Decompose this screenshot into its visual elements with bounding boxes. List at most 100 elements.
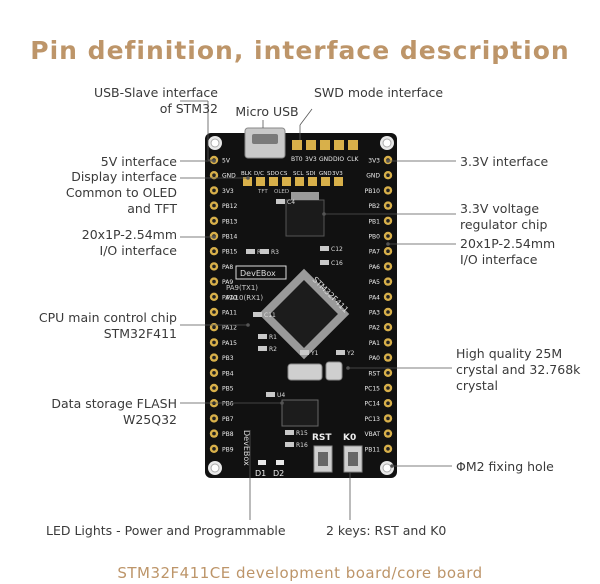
- leader-lines: [180, 100, 456, 520]
- crystal-25m: [287, 363, 323, 381]
- pin-label: PB15: [222, 249, 238, 256]
- pin-label: PB7: [222, 416, 234, 423]
- crystal-32k: [325, 361, 343, 381]
- pin-label: PB8: [222, 431, 234, 438]
- component-label: R3: [271, 249, 279, 256]
- component-label: C12: [331, 246, 343, 253]
- pin-label: PC14: [365, 401, 381, 408]
- component-label: R1: [269, 334, 277, 341]
- swd-pin-label: BT0: [291, 156, 303, 163]
- right-pin-header: 3V3GNDPB10PB2PB1PB0PA7PA6PA5PA4PA3PA2PA1…: [364, 155, 393, 453]
- component-label: U4: [277, 392, 285, 399]
- display-pin-label: CS: [280, 171, 288, 177]
- led-d1-label: D1: [255, 469, 266, 478]
- brand-box: [235, 265, 287, 280]
- pin-label: PA5: [369, 279, 380, 286]
- display-sub-label: TFT: [257, 189, 268, 195]
- display-pad: [282, 177, 291, 186]
- swd-pad: [334, 140, 344, 150]
- leader-dot: [212, 159, 216, 163]
- label-io-left: 20x1P-2.54mm I/O interface: [81, 227, 177, 258]
- pin-label: PC15: [365, 386, 381, 393]
- smd-component: [336, 350, 345, 355]
- page-subtitle: STM32F411CE development board/core board: [117, 564, 483, 582]
- label-keys: 2 keys: RST and K0: [326, 523, 447, 538]
- swd-pin-label: GND: [319, 156, 333, 163]
- led: [276, 460, 284, 465]
- leader-dot: [246, 176, 250, 180]
- swd-pin-label: 3V3: [305, 156, 317, 163]
- leader-dot: [386, 159, 390, 163]
- leader-dot: [390, 464, 394, 468]
- component-label: C16: [331, 260, 343, 267]
- pin-label: PA11: [222, 310, 237, 317]
- component-label: C11: [264, 312, 276, 319]
- pin-label: RST: [368, 370, 380, 377]
- leader-dot: [280, 401, 284, 405]
- pin-label: PA4: [369, 294, 380, 301]
- leader-dot: [322, 212, 326, 216]
- smd-component: [260, 249, 269, 254]
- pin-label: PC13: [365, 416, 381, 423]
- smd-component: [258, 334, 267, 339]
- display-pin-label: SCL: [293, 171, 304, 177]
- left-pin-header: 5VGND3V3PB12PB13PB14PB15PA8PA9PA10PA11PA…: [209, 155, 238, 453]
- pin-label: PB12: [222, 203, 238, 210]
- smd-component: [300, 350, 309, 355]
- leader-line: [299, 108, 313, 126]
- pin-label: PA7: [369, 249, 380, 256]
- display-pin-label: D/C: [254, 171, 264, 177]
- pin-label: PB14: [222, 234, 238, 241]
- label-io-right: 20x1P-2.54mm I/O interface: [460, 236, 556, 267]
- uart-rx: PA10(RX1): [226, 294, 263, 302]
- display-pin-label: SDO: [267, 171, 280, 177]
- smd-component: [320, 246, 329, 251]
- pin-label: PB9: [222, 446, 234, 453]
- pin-label: PB2: [368, 203, 380, 210]
- pin-label: PA8: [222, 264, 233, 271]
- display-pin-label: SDI: [306, 171, 316, 177]
- display-sub-label: OLED: [274, 189, 289, 195]
- swd-pad: [292, 140, 302, 150]
- leader-dot: [212, 235, 216, 239]
- display-pin-label: 3V3: [332, 171, 343, 177]
- pin-label: PA15: [222, 340, 237, 347]
- pin-label: PA12: [222, 325, 237, 332]
- label-regulator: 3.3V voltage regulator chip: [460, 201, 548, 232]
- swd-pin-label: DIO: [333, 156, 344, 163]
- flash-chip: [281, 399, 319, 427]
- micro-usb-port: [252, 134, 278, 144]
- display-pin-label: GND: [319, 171, 332, 177]
- pin-label: GND: [366, 173, 380, 180]
- label-flash: Data storage FLASH W25Q32: [51, 396, 177, 427]
- label-micro-usb: Micro USB: [235, 104, 299, 119]
- pin-label: PA10: [222, 294, 237, 301]
- pin-label: PA2: [369, 325, 380, 332]
- leader-dot: [246, 323, 250, 327]
- swd-pad: [306, 140, 316, 150]
- pin-label: PB5: [222, 386, 234, 393]
- component-label: Y1: [310, 350, 319, 357]
- display-pad: [321, 177, 330, 186]
- led: [258, 460, 266, 465]
- smd-component: [285, 442, 294, 447]
- smd-component: [320, 260, 329, 265]
- pin-label: PB4: [222, 370, 234, 377]
- pin-label: PA9: [222, 279, 233, 286]
- pin-label: 3V3: [368, 158, 380, 165]
- key-rst: [313, 445, 333, 473]
- pin-label: 5V: [222, 158, 231, 165]
- pin-label: PA6: [369, 264, 380, 271]
- label-hole: ΦM2 fixing hole: [456, 459, 554, 474]
- key-rst-label: RST: [312, 433, 332, 443]
- display-pad: [256, 177, 265, 186]
- pin-label: PB0: [368, 234, 380, 241]
- swd-pad: [348, 140, 358, 150]
- smd-component: [253, 312, 262, 317]
- smd-component: [258, 346, 267, 351]
- smd-component: [246, 249, 255, 254]
- pin-label: GND: [222, 173, 236, 180]
- label-swd: SWD mode interface: [314, 85, 444, 100]
